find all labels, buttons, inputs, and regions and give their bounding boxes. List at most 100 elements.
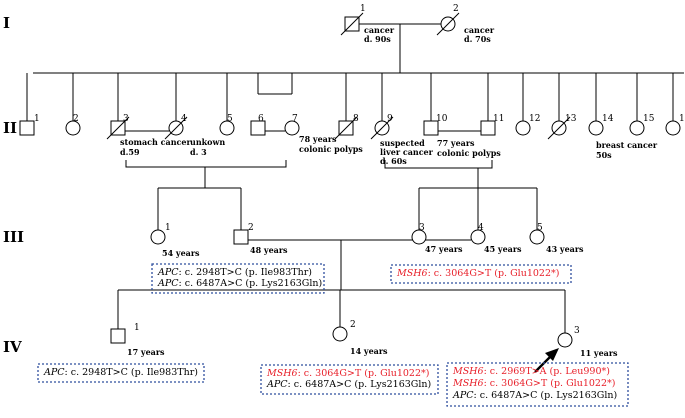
variant-boxes: APC: c. 2948T>C (p. Ile983Thr)APC: c. 64… <box>37 263 629 407</box>
generation-label: I <box>3 14 10 32</box>
individual-number-II5: 5 <box>227 114 233 124</box>
variant-line-III4: MSH6: c. 3064G>T (p. Glu1022*) <box>396 268 559 279</box>
variant-line-IV3: APC: c. 6487A>C (p. Lys2163Gln) <box>452 390 617 401</box>
couple-link-II9-II11 <box>384 160 493 169</box>
relationship-lines <box>26 23 684 373</box>
individual-note-II10: 77 years <box>437 138 475 148</box>
individual-number-III5: 5 <box>537 223 543 233</box>
individual-number-II3: 3 <box>123 114 129 124</box>
gene-symbol: APC <box>452 390 474 401</box>
variant-line-IV1: APC: c. 2948T>C (p. Ile983Thr) <box>43 367 198 378</box>
variant-description: : c. 2948T>C (p. Ile983Thr) <box>65 367 198 378</box>
couple-link-II3-II7 <box>125 160 287 168</box>
deceased-mark-II13 <box>547 116 571 140</box>
variant-line-IV2: MSH6: c. 3064G>T (p. Glu1022*) <box>266 368 429 379</box>
individual-note-II14: breast cancer <box>596 140 658 150</box>
variant-description: : c. 2969T>A (p. Leu990*) <box>484 366 610 377</box>
individual-number-III1: 1 <box>165 223 171 233</box>
individual-note-II4: unkown <box>190 137 225 147</box>
individual-note-II9: suspected <box>380 138 425 148</box>
generation-label: II <box>3 119 17 137</box>
individual-note-II10: colonic polyps <box>437 148 501 158</box>
female-symbol-III4 <box>470 229 486 245</box>
female-symbol-II16 <box>665 120 681 136</box>
individual-number-II7: 7 <box>292 114 298 124</box>
variant-description: : c. 3064G>T (p. Glu1022*) <box>298 368 430 379</box>
variant-description: : c. 6487A>C (p. Lys2163Gln) <box>179 278 323 289</box>
female-symbol-II12 <box>515 120 531 136</box>
female-symbol-II15 <box>629 120 645 136</box>
deceased-mark-I2 <box>436 12 460 36</box>
gene-symbol: APC <box>157 278 179 289</box>
gene-symbol: MSH6 <box>452 378 484 389</box>
deceased-mark-II4 <box>164 116 188 140</box>
individual-note-I2: d. 70s <box>464 34 491 44</box>
variant-line-IV3: MSH6: c. 3064G>T (p. Glu1022*) <box>452 378 615 389</box>
gene-symbol: APC <box>266 379 288 390</box>
variant-description: : c. 2948T>C (p. Ile983Thr) <box>179 267 312 278</box>
individual-number-II11: 11 <box>493 114 504 124</box>
female-symbol-III5 <box>529 229 545 245</box>
individual-note-II14: 50s <box>596 150 612 160</box>
proband-arrow-head <box>545 348 559 361</box>
individual-note-III2: 48 years <box>250 245 288 255</box>
individual-number-II14: 14 <box>602 114 614 124</box>
generation-label: III <box>3 228 24 246</box>
individual-number-III3: 3 <box>419 223 425 233</box>
variant-description: : c. 6487A>C (p. Lys2163Gln) <box>474 390 618 401</box>
individual-number-II9: 9 <box>387 114 393 124</box>
female-symbol-III1 <box>150 229 166 245</box>
individual-number-IV2: 2 <box>350 320 356 330</box>
individual-note-II9: d. 60s <box>380 156 407 166</box>
individual-number-IV3: 3 <box>574 326 580 336</box>
individual-number-II6: 6 <box>258 114 264 124</box>
individual-note-III1: 54 years <box>162 248 200 258</box>
female-symbol-III3 <box>411 229 427 245</box>
male-symbol-IV1 <box>110 328 126 344</box>
individual-number-II8: 8 <box>353 114 359 124</box>
individual-note-II4: d. 3 <box>190 147 207 157</box>
individual-number-II13: 13 <box>565 114 577 124</box>
individual-number-I1: 1 <box>360 4 366 14</box>
individual-number-III2: 2 <box>248 223 254 233</box>
individual-note-III5: 43 years <box>546 244 584 254</box>
variant-box-IV2 <box>260 364 439 395</box>
deceased-mark-I1 <box>340 12 364 36</box>
individual-note-II3: stomach cancer <box>120 137 191 147</box>
individual-note-I1: cancer <box>364 25 395 35</box>
individual-number-II12: 12 <box>529 114 540 124</box>
male-symbol-II11 <box>480 120 496 136</box>
variant-box-III4 <box>390 264 572 284</box>
female-symbol-II2 <box>65 120 81 136</box>
individual-number-II10: 10 <box>436 114 448 124</box>
gene-symbol: MSH6 <box>266 368 298 379</box>
gene-symbol: MSH6 <box>452 366 484 377</box>
individual-number-III4: 4 <box>478 223 484 233</box>
deceased-mark-II3 <box>106 116 130 140</box>
variant-line-III2: APC: c. 6487A>C (p. Lys2163Gln) <box>157 278 322 289</box>
individual-note-I2: cancer <box>464 25 495 35</box>
variant-description: : c. 6487A>C (p. Lys2163Gln) <box>288 379 432 390</box>
variant-line-III2: APC: c. 2948T>C (p. Ile983Thr) <box>157 267 312 278</box>
individual-number-II16: 16 <box>679 114 685 124</box>
gene-symbol: MSH6 <box>396 268 428 279</box>
female-symbol-II5 <box>219 120 235 136</box>
individual-note-II9: liver cancer <box>380 147 434 157</box>
variant-description: : c. 3064G>T (p. Glu1022*) <box>428 268 560 279</box>
individual-number-II1: 1 <box>34 114 40 124</box>
female-symbol-IV2 <box>332 326 348 342</box>
variant-box-III2 <box>151 263 325 294</box>
individual-note-II3: d.59 <box>120 147 140 157</box>
variant-line-IV3: MSH6: c. 2969T>A (p. Leu990*) <box>452 366 610 377</box>
individual-note-II7: colonic polyps <box>299 144 363 154</box>
male-symbol-III2 <box>233 229 249 245</box>
variant-line-IV2: APC: c. 6487A>C (p. Lys2163Gln) <box>266 379 431 390</box>
individual-number-I2: 2 <box>453 4 459 14</box>
deceased-mark-II9 <box>370 116 394 140</box>
female-symbol-II14 <box>588 120 604 136</box>
individual-note-IV2: 14 years <box>350 346 388 356</box>
individual-note-III4: 45 years <box>484 244 522 254</box>
deceased-mark-II8 <box>334 116 358 140</box>
